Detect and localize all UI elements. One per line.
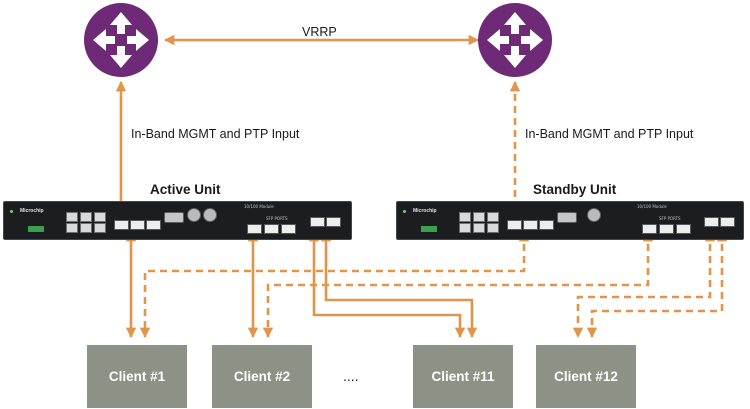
eth-port	[66, 212, 78, 222]
client-box-12: Client #12	[536, 345, 636, 408]
router-icon-right	[478, 3, 552, 77]
router-icon-left	[84, 3, 158, 77]
active-unit-brand: Microchip	[20, 208, 44, 214]
standby-client-links	[139, 230, 728, 339]
standby-unit-chassis: Microchip 10/100 Module SFP PORTS	[396, 201, 744, 240]
bnc-connector	[587, 208, 601, 222]
sfp-port	[247, 224, 262, 234]
module-label: 10/100 Module	[244, 204, 274, 209]
eth-port	[487, 212, 499, 222]
eth-port	[487, 223, 499, 233]
ports-label: SFP PORTS	[266, 216, 288, 221]
eth-port	[66, 223, 78, 233]
client-box-2: Client #2	[212, 345, 312, 408]
power-led	[10, 210, 13, 213]
sfp-port	[326, 217, 341, 227]
power-led	[403, 210, 406, 213]
eth-port	[80, 212, 92, 222]
status-panel	[28, 226, 44, 232]
mgmt-label-left: In-Band MGMT and PTP Input	[131, 127, 300, 141]
module-label: 10/100 Module	[637, 204, 667, 209]
sfp-port	[114, 220, 129, 230]
standby-unit-title: Standby Unit	[533, 182, 617, 197]
sfp-port	[507, 220, 522, 230]
active-unit-title: Active Unit	[150, 182, 221, 197]
standby-unit-brand: Microchip	[413, 208, 437, 214]
serial-port	[557, 212, 577, 223]
bnc-connector	[203, 208, 217, 222]
link-standby-client12a	[572, 230, 716, 339]
active-unit-chassis: Microchip 10/100 Module SFP PORTS	[3, 201, 352, 240]
client-box-1: Client #1	[87, 345, 187, 408]
sfp-port	[281, 224, 296, 234]
sfp-port	[659, 224, 674, 234]
eth-port	[80, 223, 92, 233]
eth-port	[473, 223, 485, 233]
vrrp-label: VRRP	[302, 25, 337, 39]
sfp-port	[642, 224, 657, 234]
sfp-port	[130, 220, 145, 230]
sfp-port	[539, 220, 554, 230]
sfp-port	[146, 220, 161, 230]
sfp-port	[720, 217, 735, 227]
sfp-port	[523, 220, 538, 230]
status-panel	[421, 226, 437, 232]
eth-port	[94, 212, 106, 222]
sfp-port	[310, 217, 325, 227]
sfp-port	[676, 224, 691, 234]
ports-label: SFP PORTS	[659, 216, 681, 221]
ellipsis: ....	[343, 368, 359, 384]
mgmt-label-right: In-Band MGMT and PTP Input	[525, 127, 694, 141]
eth-port	[473, 212, 485, 222]
eth-port	[459, 212, 471, 222]
eth-port	[459, 223, 471, 233]
bnc-connector	[187, 208, 201, 222]
serial-port	[164, 212, 184, 223]
link-standby-client12b	[586, 230, 728, 339]
sfp-port	[704, 217, 719, 227]
eth-port	[94, 223, 106, 233]
client-box-11: Client #11	[413, 345, 513, 408]
sfp-port	[264, 224, 279, 234]
